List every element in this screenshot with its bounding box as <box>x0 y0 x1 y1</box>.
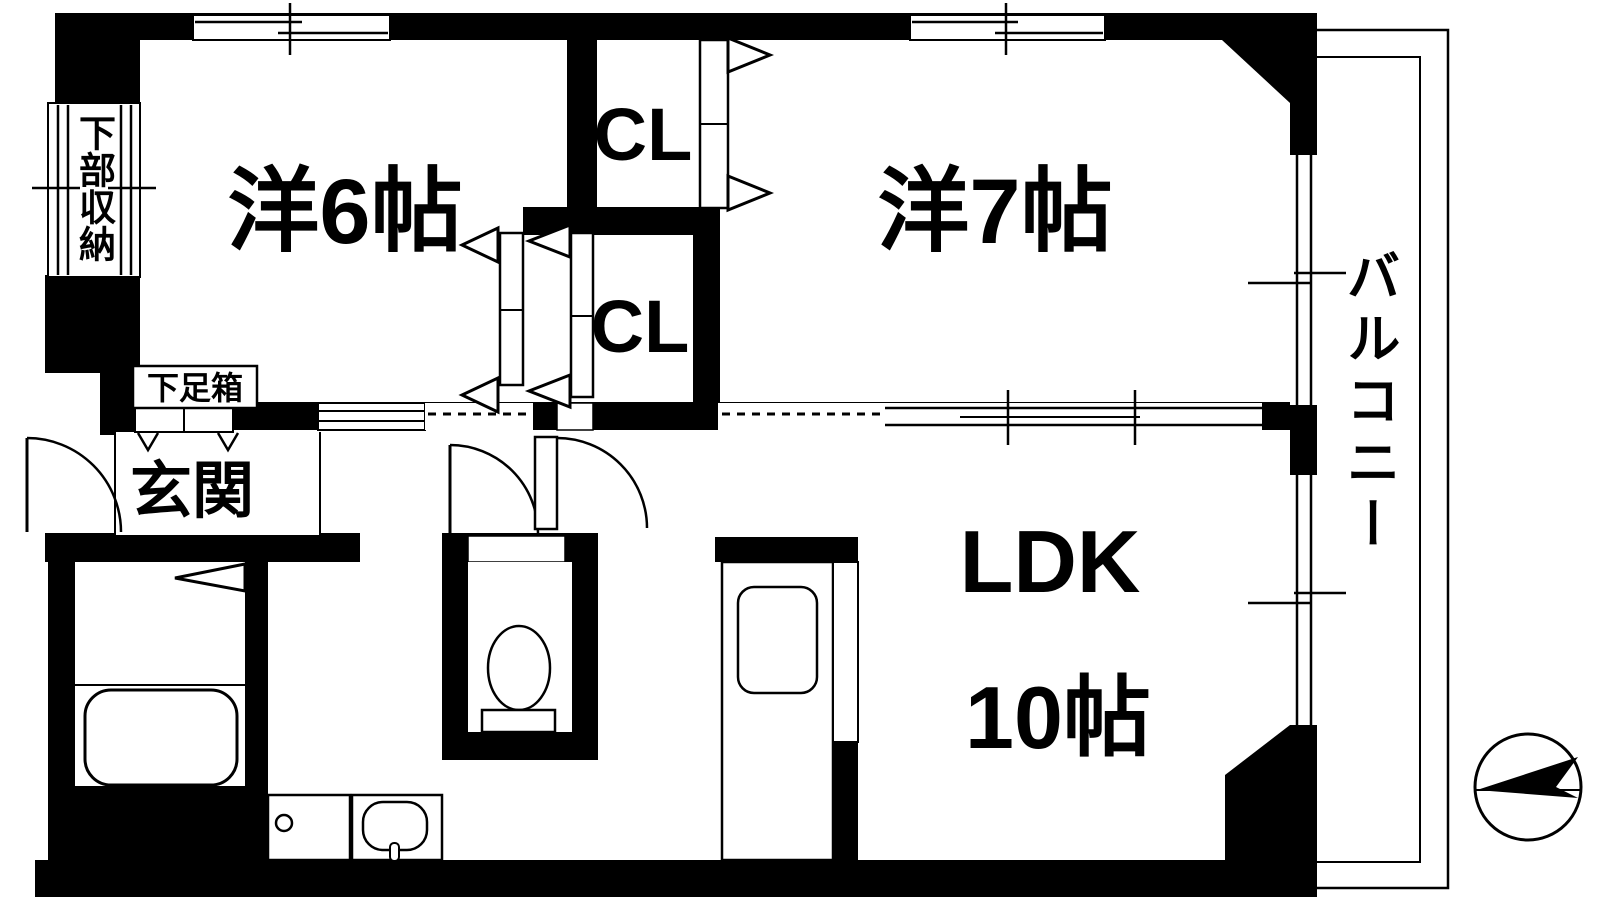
door-arrow-icon <box>174 562 247 593</box>
kitchen-side-panel <box>832 561 859 743</box>
bathtub <box>83 688 239 787</box>
hall-doors <box>448 435 649 563</box>
window-balcony-upper <box>1248 155 1346 405</box>
sliding-doors-band <box>317 390 1262 445</box>
door-arrow-icon <box>524 372 572 410</box>
label-closet-upper: CL <box>594 93 693 176</box>
label-ldk-size: 10帖 <box>965 668 1151 767</box>
entrance-area <box>25 407 442 562</box>
toilet-bowl <box>486 624 552 712</box>
door-arrow-icon <box>726 35 774 75</box>
label-entrance: 玄関 <box>130 457 254 526</box>
compass <box>1473 732 1583 842</box>
window-under-storage <box>32 102 156 278</box>
door-arrow-icon <box>458 225 500 265</box>
door-arrow-icon <box>524 222 572 260</box>
door-arrow-icon <box>726 173 774 213</box>
label-western6: 洋6帖 <box>227 161 462 263</box>
balcony-outer-rail <box>1305 28 1450 890</box>
labels: 洋6帖 洋7帖 LDK 10帖 CL CL 玄関 下足箱 下部収納 バルコニー <box>74 93 1399 767</box>
front-door-swing-arc <box>26 436 123 533</box>
ldk-door-leaf <box>533 435 559 531</box>
compass-needle-icon <box>1477 757 1578 798</box>
closets <box>458 35 774 415</box>
kitchen-sink <box>736 585 819 695</box>
cabinet-door-mark <box>136 432 160 453</box>
ldk-door-swing-arc <box>556 436 649 529</box>
label-closet-lower: CL <box>591 285 690 368</box>
balcony-inner-line <box>1317 56 1421 863</box>
door-arrow-icon <box>458 375 500 415</box>
window-top-right <box>909 3 1106 55</box>
cabinet-door-mark <box>216 432 240 453</box>
kitchen <box>720 560 859 862</box>
drain-icon <box>274 813 294 833</box>
shoe-box-label: 下足箱 <box>131 364 259 410</box>
label-western7: 洋7帖 <box>877 161 1112 263</box>
label-balcony: バルコニー <box>1338 248 1398 558</box>
window-balcony-lower <box>1248 475 1346 725</box>
label-ldk: LDK <box>960 512 1141 611</box>
toilet-tank <box>480 708 557 734</box>
label-shoe-box: 下足箱 <box>147 370 243 406</box>
window-top-left <box>192 3 391 55</box>
wet-area <box>75 562 572 862</box>
faucet-icon <box>389 842 400 862</box>
windows <box>32 3 1346 725</box>
balcony <box>1305 28 1450 890</box>
label-under-storage: 下部収納 <box>74 114 117 262</box>
